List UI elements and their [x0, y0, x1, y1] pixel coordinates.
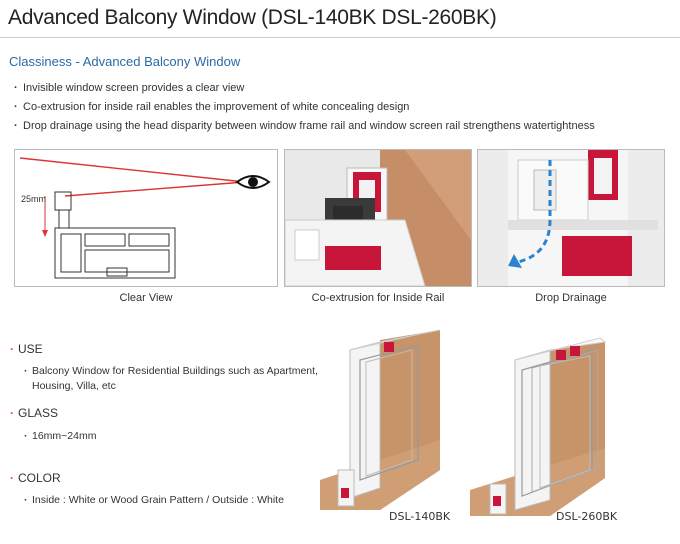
- model-label-260bk: DSL-260BK: [556, 510, 618, 523]
- page-title: Advanced Balcony Window (DSL-140BK DSL-2…: [8, 6, 497, 29]
- glass-heading: ·GLASS: [10, 406, 59, 420]
- clear-view-diagram: 25mm: [14, 149, 278, 287]
- title-divider: [0, 37, 680, 38]
- dimension-label: 25mm: [21, 194, 46, 204]
- drop-drainage-photo: [477, 149, 665, 287]
- figure-caption: Co-extrusion for Inside Rail: [311, 292, 445, 304]
- co-extrusion-photo: [284, 149, 472, 287]
- figure-caption: Clear View: [119, 292, 173, 304]
- dsl-140bk-render: [320, 329, 441, 510]
- feature-item: Invisible window screen provides a clear…: [14, 79, 595, 98]
- color-heading: ·COLOR: [10, 471, 61, 485]
- eye-icon: [235, 175, 271, 189]
- feature-list: Invisible window screen provides a clear…: [14, 79, 595, 136]
- figure-caption: Drop Drainage: [535, 292, 607, 304]
- use-heading: ·USE: [10, 342, 43, 356]
- use-text: ·Balcony Window for Residential Building…: [24, 365, 318, 392]
- feature-item: Drop drainage using the head disparity b…: [14, 117, 595, 136]
- section-subtitle: Classiness - Advanced Balcony Window: [9, 54, 241, 69]
- model-label-140bk: DSL-140BK: [389, 510, 451, 523]
- feature-item: Co-extrusion for inside rail enables the…: [14, 98, 595, 117]
- glass-text: ·16mm~24mm: [24, 430, 97, 442]
- window-product-renders: [320, 329, 607, 516]
- color-text: ·Inside : White or Wood Grain Pattern / …: [24, 494, 284, 506]
- dsl-260bk-render: [470, 337, 607, 516]
